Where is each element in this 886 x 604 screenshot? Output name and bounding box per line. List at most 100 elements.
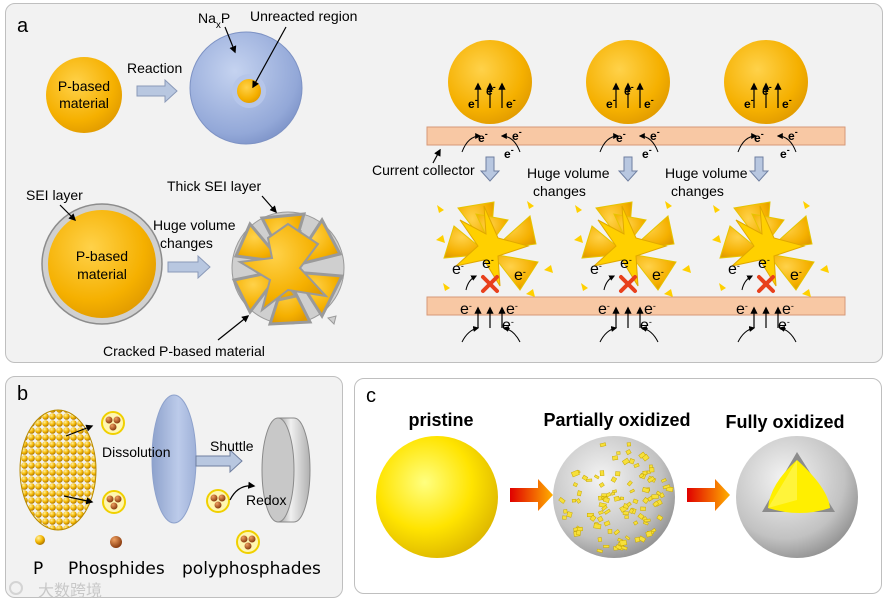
panel-b-letter: b	[17, 383, 28, 405]
reaction-arrow	[136, 78, 178, 104]
pristine-label: pristine	[408, 410, 473, 430]
changes-label-3: changes	[671, 183, 724, 199]
changes-label-2: changes	[533, 183, 586, 199]
cracked-electrode-2: e-e-e-e-e-e-	[712, 201, 829, 343]
electrode-particle-1	[448, 40, 532, 124]
p-based-label-2: P-based	[76, 248, 128, 264]
electron-bot-b-1: e-	[640, 317, 652, 334]
anode-cylinder	[261, 417, 311, 523]
electron-crack-t-2: e-	[758, 255, 770, 272]
electron-crack-l-0: e-	[452, 261, 464, 278]
watermark-text: 大数跨境	[38, 581, 102, 600]
naxp-label: NaxP	[198, 10, 230, 31]
polyphosphade-clusters	[101, 411, 260, 554]
electrode-particle-3	[724, 40, 808, 124]
electron-top-2: e-	[762, 82, 772, 98]
shuttle-label: Shuttle	[210, 438, 254, 454]
volume-change-arrow	[167, 254, 211, 280]
naxp-pointer	[224, 26, 237, 54]
electron-top-1: e-	[624, 82, 634, 98]
legend-polyphosphades-label: polyphosphades	[182, 559, 321, 579]
electron-bot-l-0: e-	[460, 301, 472, 318]
electron-col-b-0: e-	[504, 145, 514, 161]
electron-top-0: e-	[486, 82, 496, 98]
electron-bot-l-1: e-	[598, 301, 610, 318]
electron-col-r-2: e-	[788, 127, 798, 143]
current-collector-label: Current collector	[372, 162, 475, 178]
panel-c-letter: c	[366, 385, 376, 407]
legend-phosphide-ball	[110, 536, 122, 548]
partially-oxidized-sphere	[553, 436, 675, 558]
electron-crack-l-2: e-	[728, 261, 740, 278]
unreacted-label: Unreacted region	[250, 8, 357, 24]
naxp-particle	[189, 31, 303, 145]
polyphosphade-cluster-3	[236, 530, 260, 554]
huge-volume-label-2: Huge volume	[527, 165, 610, 181]
electron-col-r-1: e-	[650, 127, 660, 143]
arrow-red-2	[687, 479, 730, 511]
huge-volume-label-1: Huge volume	[153, 217, 236, 233]
cracked-pointer	[217, 315, 250, 341]
cracked-electrode-1: e-e-e-e-e-e-	[574, 201, 691, 343]
top-electron-flow: e-e-e-e-e-e-e-e-e-e-e-e-e-e-e-e-e-e-	[461, 82, 798, 161]
redox-pointer	[229, 481, 256, 501]
p-cluster	[19, 409, 97, 531]
sei-particle	[41, 203, 163, 325]
dissolution-label: Dissolution	[102, 444, 170, 460]
electron-crack-r-2: e-	[790, 267, 802, 284]
redox-label: Redox	[246, 492, 286, 508]
electron-right-0: e-	[506, 95, 516, 111]
unreacted-pointer	[252, 26, 287, 89]
electron-col-l-0: e-	[478, 129, 488, 145]
electron-crack-l-1: e-	[590, 261, 602, 278]
electron-bot-b-2: e-	[778, 317, 790, 334]
electron-crack-t-0: e-	[482, 255, 494, 272]
huge-volume-label-3: Huge volume	[665, 165, 748, 181]
electrode-particle-2	[586, 40, 670, 124]
electron-left-2: e-	[744, 95, 754, 111]
partially-oxidized-label: Partially oxidized	[543, 410, 690, 430]
electron-col-r-0: e-	[512, 127, 522, 143]
electron-crack-t-1: e-	[620, 255, 632, 272]
thick-sei-pointer	[261, 195, 277, 214]
electron-col-l-2: e-	[754, 129, 764, 145]
p-based-particle	[46, 57, 122, 133]
electron-bot-r-0: e-	[506, 301, 518, 318]
reaction-label: Reaction	[127, 60, 182, 76]
electron-col-b-2: e-	[780, 145, 790, 161]
cracked-label: Cracked P-based material	[103, 343, 265, 359]
electron-crack-r-0: e-	[514, 267, 526, 284]
electron-left-1: e-	[606, 95, 616, 111]
electron-col-l-1: e-	[616, 129, 626, 145]
down-arrows	[479, 156, 770, 182]
watermark-logo-icon	[9, 581, 23, 595]
fully-oxidized-sphere	[736, 436, 858, 558]
arrow-red-1	[510, 479, 553, 511]
thick-sei-label: Thick SEI layer	[167, 178, 261, 194]
collector-pointer	[432, 148, 441, 164]
material-label-1: material	[59, 95, 109, 111]
electron-right-1: e-	[644, 95, 654, 111]
current-collector-top	[426, 126, 846, 146]
panel-a-letter: a	[17, 15, 29, 37]
electron-left-0: e-	[468, 95, 478, 111]
electron-col-b-1: e-	[642, 145, 652, 161]
polyphosphade-cluster-2	[206, 489, 230, 513]
cracked-electrode-0: e-e-e-e-e-e-	[436, 201, 553, 343]
legend-phosphides-label: Phosphides	[68, 559, 165, 579]
cracked-electrodes: e-e-e-e-e-e-e-e-e-e-e-e-e-e-e-e-e-e-	[436, 201, 829, 343]
electron-crack-r-1: e-	[652, 267, 664, 284]
pristine-sphere	[376, 436, 498, 558]
electron-bot-b-0: e-	[502, 317, 514, 334]
cracked-particle	[231, 211, 345, 326]
sei-pointer	[59, 204, 77, 222]
electron-right-2: e-	[782, 95, 792, 111]
sei-layer-label: SEI layer	[26, 187, 83, 203]
material-label-2: material	[77, 266, 127, 282]
p-based-label-1: P-based	[58, 78, 110, 94]
legend-p-label: P	[33, 559, 43, 579]
electron-bot-r-2: e-	[782, 301, 794, 318]
changes-label-1: changes	[160, 235, 213, 251]
fully-oxidized-label: Fully oxidized	[725, 412, 844, 432]
shuttle-arrow	[195, 448, 243, 474]
